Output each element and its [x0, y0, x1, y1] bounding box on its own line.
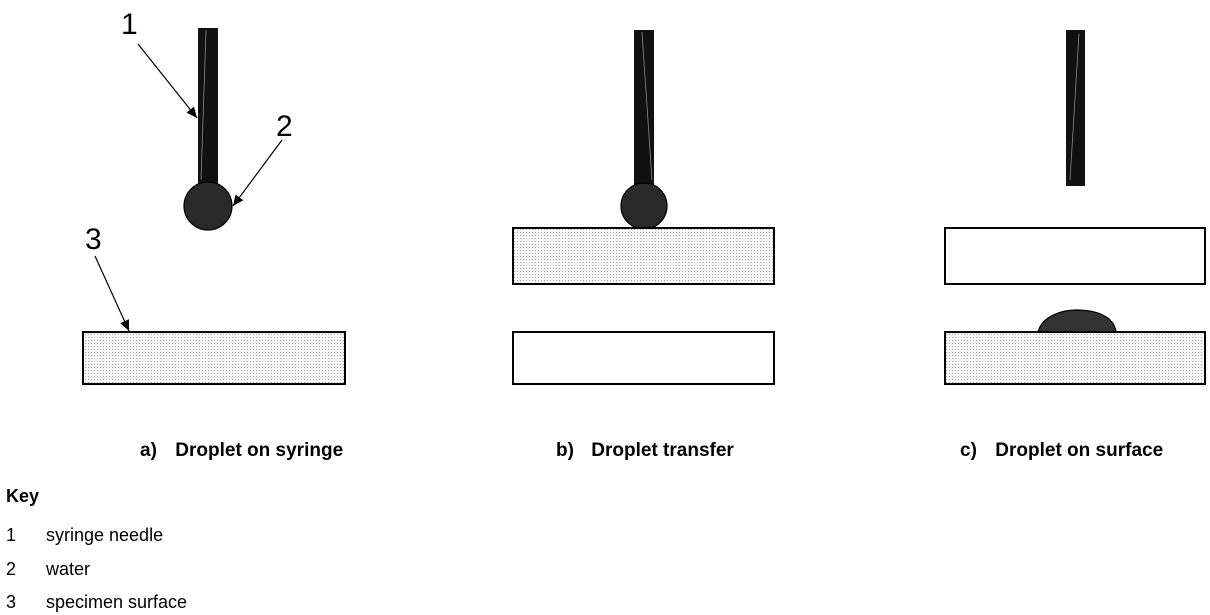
- water-droplet: [620, 182, 668, 230]
- panel-a: 1 2 3: [82, 8, 346, 385]
- key-item-label: syringe needle: [46, 525, 164, 545]
- key-item: 1 syringe needle: [6, 525, 163, 546]
- caption-c-letter: c): [960, 440, 977, 461]
- key-item: 3 specimen surface: [6, 592, 187, 613]
- callout-1-leader: [137, 43, 198, 119]
- key-item-number: 1: [6, 525, 17, 545]
- key-item: 2 water: [6, 559, 90, 580]
- key-item-number: 3: [6, 592, 17, 612]
- caption-b-text: Droplet transfer: [591, 440, 734, 461]
- callout-1: 1: [121, 8, 138, 41]
- caption-c: c) Droplet on surface: [960, 440, 1163, 462]
- lower-specimen-surface: [944, 331, 1206, 385]
- caption-a-text: Droplet on syringe: [175, 440, 344, 461]
- water-droplet: [183, 181, 233, 231]
- key-item-label: specimen surface: [46, 592, 188, 612]
- key-title: Key: [6, 486, 40, 506]
- panel-b: [512, 30, 775, 385]
- droplet-transfer-diagram: 1 2 3: [82, 8, 1206, 385]
- water-droplet-on-surface: [1037, 309, 1117, 333]
- specimen-surface: [82, 331, 346, 385]
- syringe-needle: [1066, 30, 1085, 186]
- panel-c: [944, 30, 1206, 385]
- syringe-needle: [634, 30, 654, 192]
- upper-plate: [944, 227, 1206, 285]
- syringe-needle: [198, 28, 218, 186]
- callout-2-leader: [232, 139, 283, 207]
- key-item-number: 2: [6, 559, 17, 579]
- caption-b-letter: b): [556, 440, 574, 461]
- caption-c-text: Droplet on surface: [995, 440, 1164, 461]
- callout-3: 3: [85, 223, 102, 256]
- lower-plate: [512, 331, 775, 385]
- caption-b: b) Droplet transfer: [556, 440, 734, 462]
- key-item-label: water: [46, 559, 91, 579]
- callout-3-leader: [94, 255, 130, 332]
- upper-specimen-surface: [512, 227, 775, 285]
- callout-2: 2: [276, 110, 293, 143]
- caption-a: a) Droplet on syringe: [140, 440, 343, 462]
- caption-a-letter: a): [140, 440, 157, 461]
